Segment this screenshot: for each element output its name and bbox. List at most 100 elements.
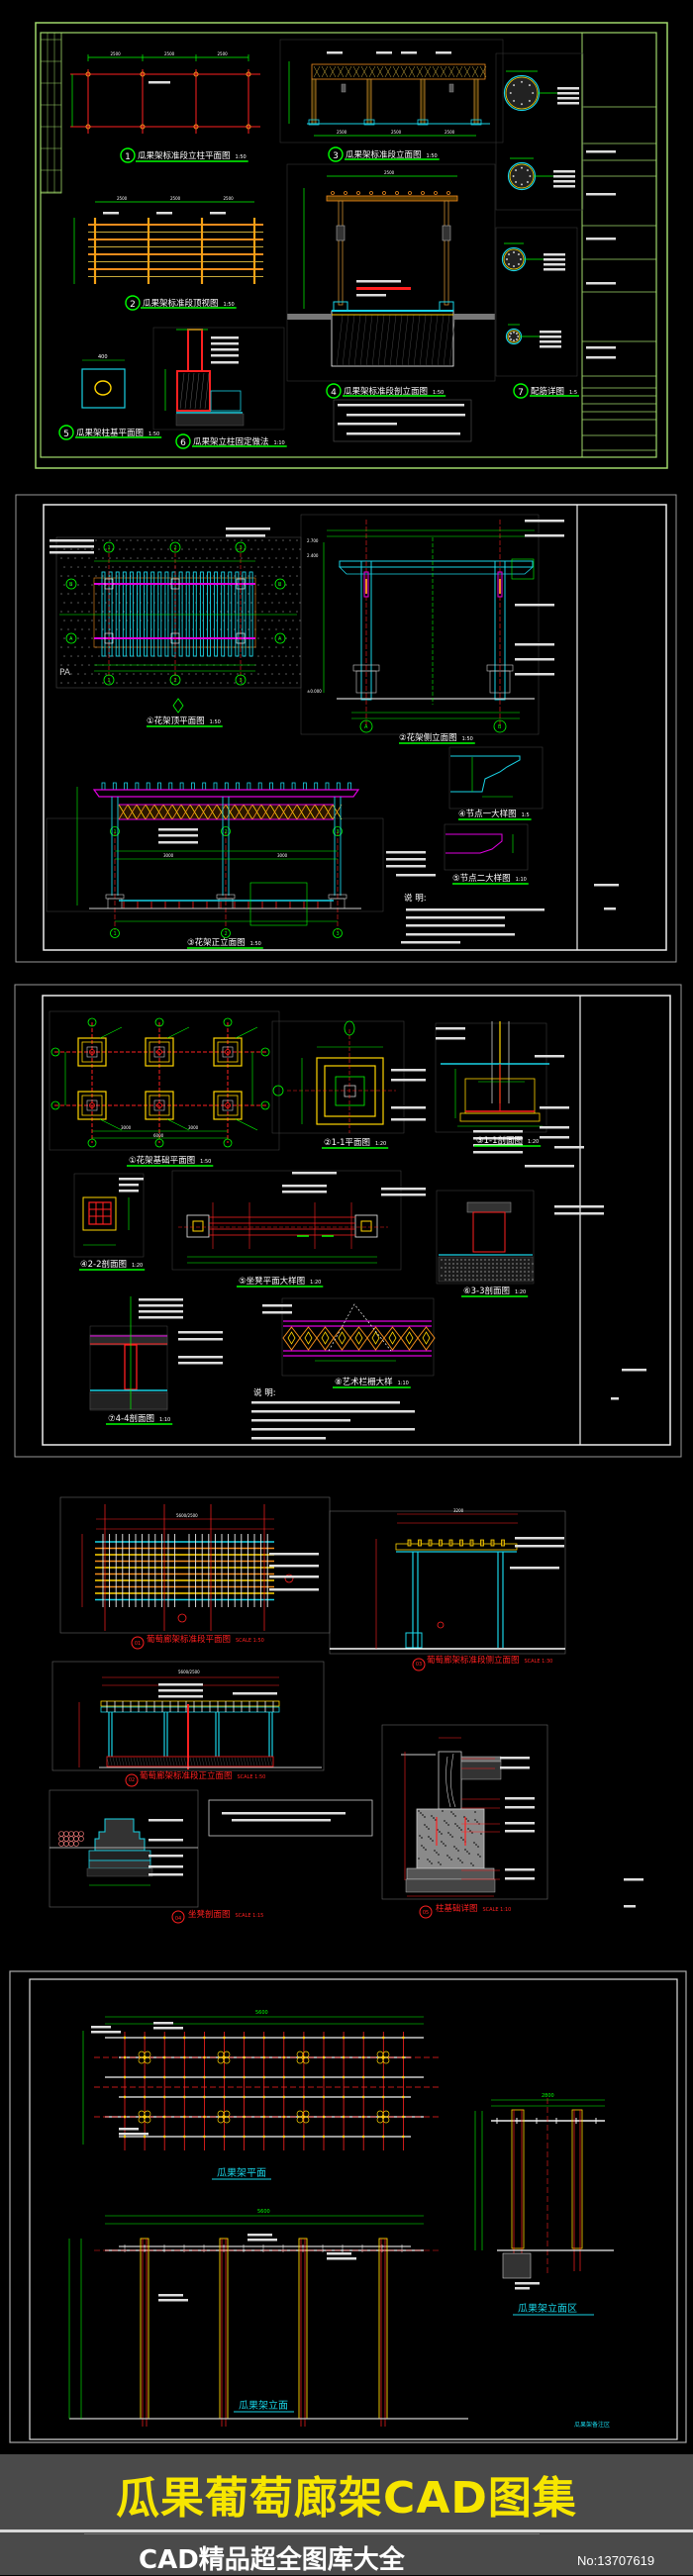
leader bbox=[166, 1118, 190, 1131]
column-flower bbox=[296, 2056, 304, 2064]
hatch bbox=[148, 1757, 151, 1766]
post bbox=[420, 78, 426, 125]
gravel-dot bbox=[468, 1267, 470, 1269]
hatch-dot bbox=[257, 637, 259, 639]
gravel-dot bbox=[496, 1275, 498, 1277]
post bbox=[311, 78, 317, 125]
truss bbox=[321, 65, 329, 78]
hatch-dot bbox=[67, 557, 69, 559]
drawing-scale: 1:50 bbox=[250, 941, 261, 947]
column-flower bbox=[138, 2116, 146, 2124]
drawing-title: 瓜果架立面 bbox=[239, 2399, 288, 2412]
dimension-label: 2500 bbox=[218, 51, 229, 56]
gravel-dot bbox=[460, 1275, 462, 1277]
hatch-dot bbox=[257, 548, 259, 550]
grille-diamond bbox=[299, 1326, 318, 1351]
joint bbox=[323, 2115, 325, 2119]
sheet-1-inner-frame bbox=[40, 32, 657, 458]
aggregate bbox=[476, 1821, 478, 1823]
gravel-dot bbox=[464, 1267, 466, 1269]
gravel-dot bbox=[456, 1271, 458, 1273]
hatch-dot bbox=[157, 557, 159, 559]
rebar bbox=[508, 253, 511, 256]
axis-bubble bbox=[274, 578, 286, 590]
hatch-dot bbox=[95, 539, 97, 541]
hatch-dot bbox=[98, 620, 100, 621]
grille-diamond bbox=[304, 1331, 313, 1345]
axis-bubble bbox=[103, 541, 115, 553]
joint bbox=[362, 2036, 365, 2040]
hatch-dot bbox=[185, 539, 187, 541]
gravel-dot bbox=[452, 1275, 454, 1277]
gravel-dot bbox=[472, 1271, 474, 1273]
purlin bbox=[421, 191, 425, 195]
axis-label: 2 bbox=[225, 829, 228, 835]
aggregate bbox=[441, 1833, 443, 1835]
hatch bbox=[142, 1757, 146, 1766]
annotation-text bbox=[282, 1185, 327, 1188]
drawing-number-circle bbox=[171, 1910, 185, 1924]
rafter-end bbox=[101, 782, 106, 791]
gravel-dot bbox=[508, 1279, 510, 1281]
dimension-label: 3000 bbox=[277, 853, 288, 858]
hatch-dot bbox=[105, 620, 107, 621]
hatch-dot bbox=[289, 611, 291, 613]
gravel-dot bbox=[492, 1279, 494, 1281]
hatch bbox=[431, 314, 439, 367]
hatch-dot bbox=[123, 575, 125, 577]
sheet-2-outer-frame bbox=[15, 494, 677, 963]
hatch-dot bbox=[157, 539, 159, 541]
hatch-dot bbox=[268, 664, 270, 666]
grille-lattice bbox=[153, 804, 164, 820]
axis-bubble bbox=[169, 541, 181, 553]
truss bbox=[440, 65, 447, 78]
hatch-dot bbox=[227, 628, 229, 630]
hatch-dot bbox=[296, 593, 298, 595]
hatch-dot bbox=[261, 575, 263, 577]
aggregate bbox=[468, 1853, 470, 1855]
annotation-text bbox=[211, 361, 239, 364]
annotation-text bbox=[401, 51, 417, 54]
hatch-dot bbox=[216, 548, 218, 550]
gravel-dot bbox=[504, 1275, 506, 1277]
purlin-end bbox=[418, 1539, 422, 1547]
hatch bbox=[121, 1757, 125, 1766]
gravel-dot bbox=[484, 1267, 486, 1269]
annotation-text bbox=[500, 1757, 530, 1760]
drawing-frame bbox=[171, 1170, 402, 1271]
hatch-dot bbox=[268, 611, 270, 613]
annotation-text bbox=[473, 1151, 523, 1154]
rafter-end bbox=[190, 782, 195, 791]
grille-diamond bbox=[422, 1331, 431, 1345]
hatch-dot bbox=[271, 602, 273, 604]
hatch-dot bbox=[227, 682, 229, 684]
annotation-text bbox=[269, 1553, 319, 1556]
aggregate bbox=[447, 1824, 449, 1826]
hatch-dot bbox=[91, 566, 93, 568]
hatch-dot bbox=[278, 548, 280, 550]
truss bbox=[455, 65, 463, 78]
hatch-dot bbox=[70, 584, 72, 586]
column-mark bbox=[89, 1049, 95, 1055]
hatch-dot bbox=[234, 593, 236, 595]
rebar-cage bbox=[82, 1196, 117, 1231]
drawing-scale: 1:50 bbox=[200, 1159, 211, 1165]
joint bbox=[243, 2135, 246, 2139]
drawing-title: 葡萄廊架标准段正立面图 bbox=[140, 1770, 233, 1781]
rebar bbox=[508, 335, 511, 338]
aggregate bbox=[464, 1849, 466, 1851]
drawing-frame bbox=[271, 1020, 405, 1134]
sheet-1-outer-frame bbox=[35, 22, 668, 469]
hatch-dot bbox=[91, 673, 93, 675]
annotation-text bbox=[327, 2257, 356, 2260]
hatch-dot bbox=[292, 584, 294, 586]
drawing-number-circle bbox=[328, 146, 344, 162]
drawing-title: 坐凳剖面图 bbox=[188, 1909, 231, 1920]
truss bbox=[432, 65, 440, 78]
main-beam bbox=[92, 789, 360, 798]
gravel-dot bbox=[464, 1259, 466, 1261]
gravel-dot bbox=[480, 1263, 482, 1265]
